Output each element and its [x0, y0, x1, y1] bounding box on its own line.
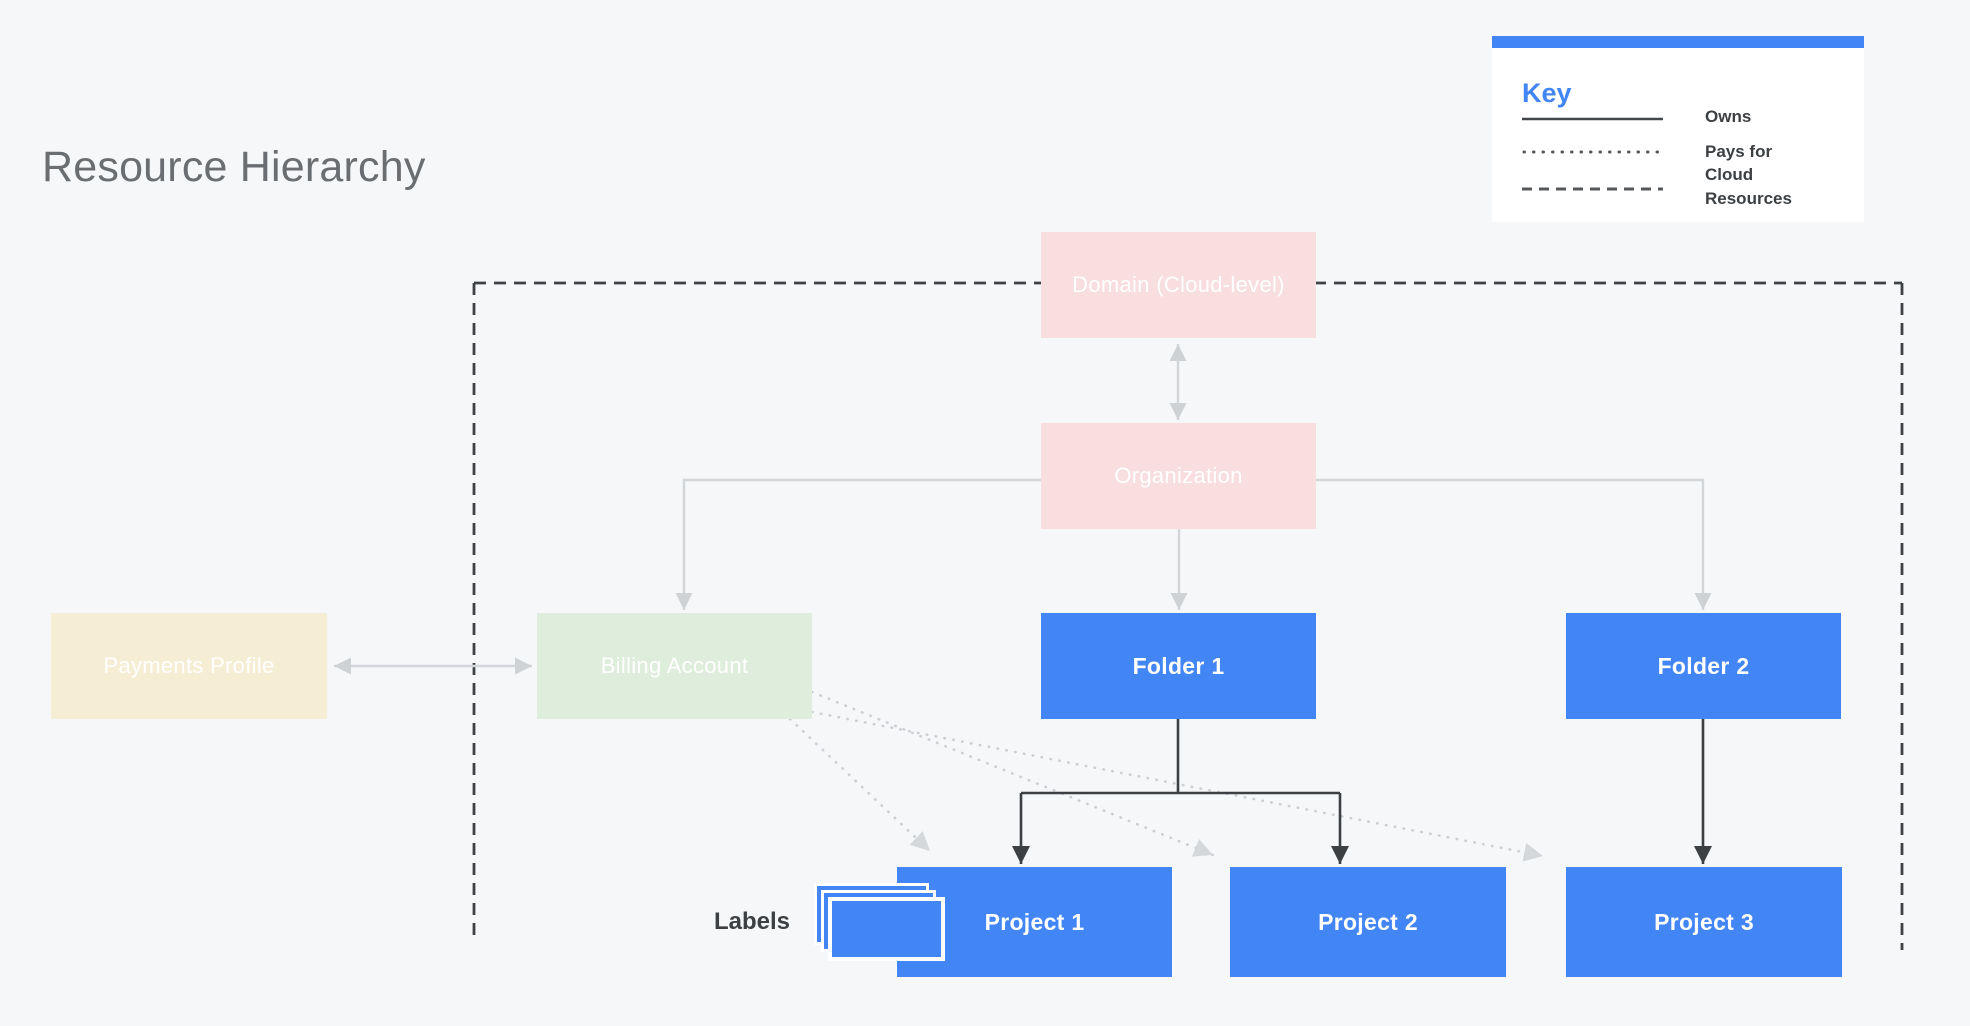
- legend-label-owns: Owns: [1705, 107, 1752, 126]
- legend-title: Key: [1522, 78, 1572, 108]
- organization-billing-link: [675, 478, 1041, 610]
- organization-folder2-link: [1316, 478, 1712, 610]
- node-domain: Domain (Cloud-level): [1041, 232, 1316, 338]
- node-folder-2: Folder 2: [1566, 613, 1841, 719]
- legend-solid-line-sample: [1522, 117, 1663, 121]
- legend-body: [1492, 48, 1864, 222]
- cloud-resources-boundary-dashed: [472, 281, 1904, 950]
- node-organization: Organization: [1041, 423, 1316, 529]
- owns-connectors: [334, 344, 1712, 675]
- legend-key-box: Key Owns Pays for Cloud Resources: [1492, 36, 1864, 222]
- node-project-2: Project 2: [1230, 867, 1506, 977]
- legend-dotted-line-sample: [1522, 150, 1663, 154]
- folder-project-connectors: [1012, 719, 1712, 864]
- folder1-tree: [1021, 719, 1340, 795]
- node-folder-1: Folder 1: [1041, 613, 1316, 719]
- legend-label-cloud-resources: Cloud Resources: [1705, 165, 1792, 208]
- billing-project1-dotted: [788, 717, 932, 853]
- legend-dashed-line-sample: [1522, 187, 1663, 191]
- node-project-3: Project 3: [1566, 867, 1842, 977]
- labels-caption: Labels: [713, 908, 790, 935]
- node-payments-profile: Payments Profile: [51, 613, 327, 719]
- legend-top-bar: [1492, 36, 1864, 48]
- page-title: Resource Hierarchy: [42, 143, 426, 191]
- label-card-front-icon: [828, 897, 945, 961]
- billing-project3-dotted: [810, 710, 1545, 862]
- node-billing-account: Billing Account: [537, 613, 812, 719]
- legend-label-pays-for: Pays for: [1705, 142, 1773, 161]
- pays-for-connectors: [788, 690, 1545, 862]
- billing-project2-dotted: [810, 690, 1215, 857]
